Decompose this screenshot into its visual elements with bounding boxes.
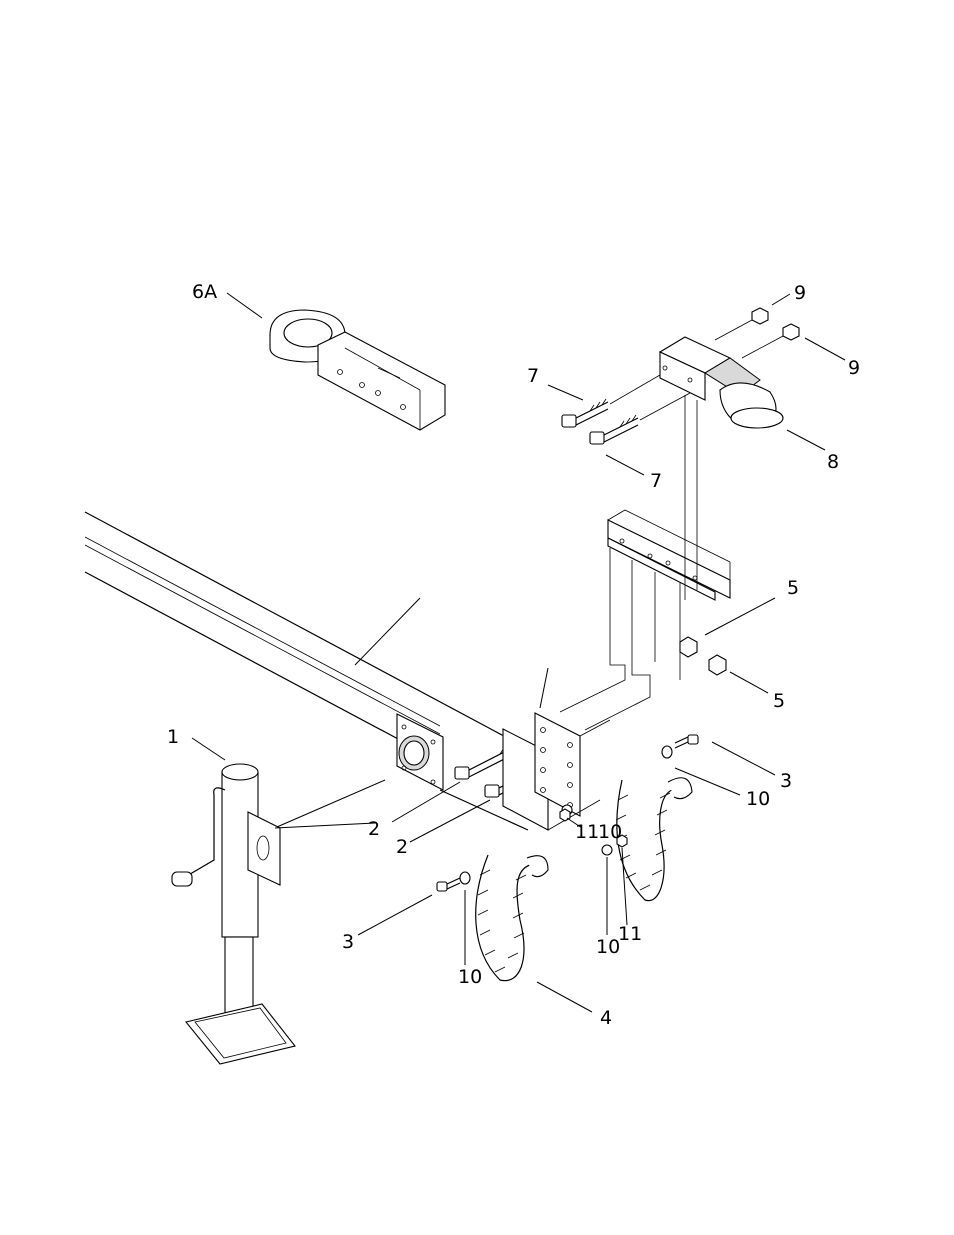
callout-11-lower: 11 <box>618 923 642 945</box>
channel-extension <box>560 510 730 730</box>
callout-3-left: 3 <box>342 931 354 953</box>
callout-4: 4 <box>600 1007 612 1029</box>
callout-7-upper: 7 <box>527 365 539 387</box>
callout-3-right: 3 <box>780 770 792 792</box>
tongue-jack <box>172 738 295 1064</box>
lunette-eye <box>227 293 445 430</box>
nuts-5 <box>680 598 775 693</box>
tongue-tube <box>85 512 540 830</box>
callout-10-left: 10 <box>458 966 482 988</box>
callout-11-center: 11 <box>575 821 599 843</box>
coupler-mount-plates <box>503 668 610 830</box>
callout-5-lower: 5 <box>773 690 785 712</box>
callout-5-upper: 5 <box>787 577 799 599</box>
callout-10-lower: 10 <box>596 936 620 958</box>
coupler <box>660 337 825 600</box>
callout-6a: 6A <box>192 281 217 303</box>
callout-2-lower: 2 <box>396 836 408 858</box>
callout-9-lower: 9 <box>848 357 860 379</box>
bolts-7 <box>548 375 690 475</box>
callout-9-upper: 9 <box>794 282 806 304</box>
callout-10-right: 10 <box>746 788 770 810</box>
callout-2-upper: 2 <box>368 818 380 840</box>
nuts-9 <box>715 294 845 360</box>
safety-chain-left <box>476 855 592 1012</box>
callout-7-lower: 7 <box>650 470 662 492</box>
callout-1: 1 <box>167 726 179 748</box>
callout-10-center: 10 <box>598 821 622 843</box>
callout-8: 8 <box>827 451 839 473</box>
jack-mount-plate <box>270 714 443 830</box>
